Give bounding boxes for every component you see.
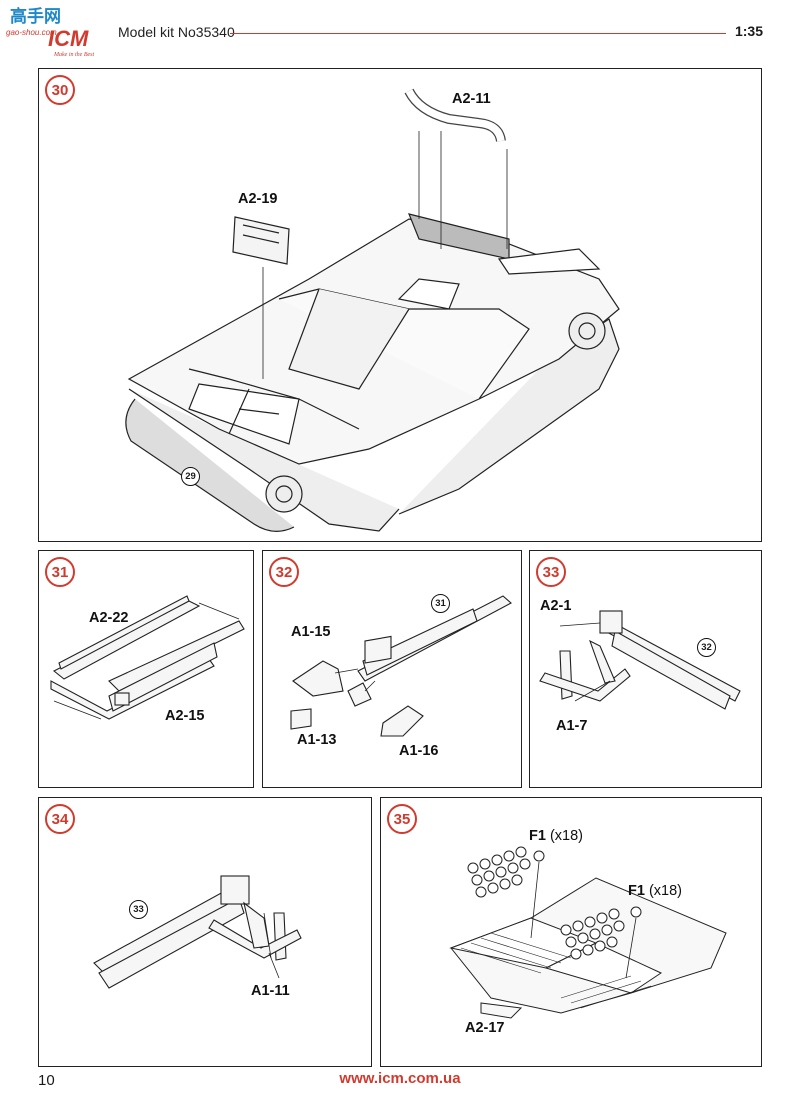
part-quantity: (x18): [648, 883, 682, 899]
scale-label: 1:35: [734, 23, 763, 39]
part-quantity: (x18): [549, 828, 583, 844]
part-label-a1-16: A1-16: [399, 743, 439, 759]
hull-drawing: [125, 88, 620, 532]
part-label-a2-22: A2-22: [89, 610, 129, 626]
part-label-a2-11: A2-11: [452, 91, 491, 107]
page-number: 10: [38, 1072, 55, 1089]
part-label-a1-15: A1-15: [291, 624, 331, 640]
logo-tagline-text: Make in the Best: [53, 52, 94, 58]
step-30-panel: 30 A2-11 A2-19 29: [38, 68, 762, 542]
step-number: 33: [536, 557, 566, 587]
part-code: F1: [529, 828, 546, 844]
logo-corner-text: 高手网: [10, 6, 61, 27]
step-31-panel: 31 A2-22 A2-15: [38, 550, 254, 788]
step-reference-badge: 29: [181, 467, 200, 486]
step-number: 34: [45, 804, 75, 834]
website-link[interactable]: www.icm.com.ua: [339, 1070, 461, 1087]
logo-icm-text: ICM: [48, 26, 89, 51]
part-label-a1-11: A1-11: [251, 983, 290, 999]
step-number: 31: [45, 557, 75, 587]
step-34-panel: 34 A1-11 33: [38, 797, 372, 1067]
step-number: 32: [269, 557, 299, 587]
header-rule: [230, 33, 726, 34]
step-number: 35: [387, 804, 417, 834]
part-label-a2-1: A2-1: [540, 598, 572, 614]
brand-logo: 高手网 gao-shou.com ICM Make in the Best: [4, 2, 112, 58]
part-label-f1-second: F1 (x18): [628, 883, 682, 899]
gun-cradle-drawing: [93, 875, 302, 989]
step-reference-badge: 33: [129, 900, 148, 919]
step-32-panel: 32 A1-15 A1-13 A1-16 31: [262, 550, 522, 788]
part-label-a1-13: A1-13: [297, 732, 337, 748]
gun-mount-drawing: [50, 595, 245, 720]
part-label-a2-17: A2-17: [465, 1020, 505, 1036]
step-number: 30: [45, 75, 75, 105]
step-reference-badge: 31: [431, 594, 450, 613]
gun-assembly-drawing: [539, 610, 741, 710]
gun-barrel-drawing: [290, 595, 512, 737]
step-reference-badge: 32: [697, 638, 716, 657]
logo-site-text: gao-shou.com: [6, 28, 57, 37]
step-33-panel: 33 A2-1 A1-7 32: [529, 550, 762, 788]
part-label-a2-19: A2-19: [238, 191, 278, 207]
track-plate-drawing: [449, 846, 727, 1019]
step-35-panel: 35 F1 (x18) F1 (x18) A2-17: [380, 797, 762, 1067]
part-label-a2-15: A2-15: [165, 708, 205, 724]
part-label-f1-first: F1 (x18): [529, 828, 583, 844]
part-label-a1-7: A1-7: [556, 718, 588, 734]
page-title: Model kit No35340: [118, 24, 235, 40]
part-code: F1: [628, 883, 645, 899]
